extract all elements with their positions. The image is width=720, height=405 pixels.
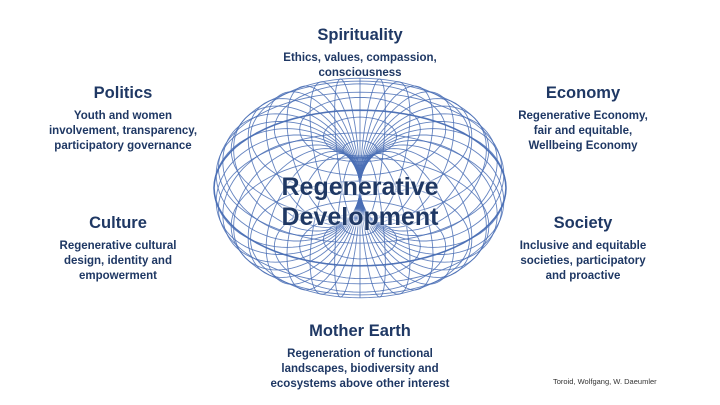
torus-parallel-line [355, 205, 365, 212]
society-title: Society [553, 214, 613, 232]
spirituality-desc: Ethics, values, compassion, consciousnes… [283, 52, 437, 79]
torus-parallel-line [230, 80, 490, 219]
torus-parallel-line [342, 216, 378, 236]
economy-desc: Regenerative Economy, fair and equitable… [518, 110, 648, 152]
society-desc: Inclusive and equitable societies, parti… [519, 240, 647, 282]
torus-parallel-line [299, 213, 421, 280]
torus-parallel-line [323, 219, 397, 260]
mother-earth-block: Mother Earth Regeneration of functional … [240, 321, 480, 392]
torus-parallel-line [299, 96, 421, 163]
politics-title: Politics [93, 84, 153, 102]
economy-block: Economy Regenerative Economy, fair and e… [498, 83, 668, 154]
torus-parallel-line [273, 83, 447, 176]
torus-parallel-line [273, 200, 447, 293]
culture-desc: Regenerative cultural design, identity a… [59, 240, 177, 282]
mother-earth-title: Mother Earth [309, 322, 411, 340]
economy-title: Economy [545, 84, 621, 102]
mother-earth-desc: Regeneration of functional landscapes, b… [270, 348, 450, 390]
center-title: Regenerative Development [281, 173, 439, 231]
culture-block: Culture Regenerative cultural design, id… [38, 213, 198, 284]
torus-parallel-line [230, 157, 490, 296]
torus-outline [213, 109, 507, 267]
spirituality-title: Spirituality [317, 26, 403, 44]
politics-desc: Youth and women involvement, transparenc… [48, 110, 198, 152]
politics-block: Politics Youth and women involvement, tr… [28, 83, 218, 154]
spirituality-block: Spirituality Ethics, values, compassion,… [250, 25, 470, 81]
credit-caption: Toroid, Wolfgang, W. Daeumler [553, 377, 657, 386]
society-block: Society Inclusive and equitable societie… [498, 213, 668, 284]
torus-parallel-line [323, 116, 397, 157]
culture-title: Culture [89, 214, 147, 232]
torus-parallel-line [355, 164, 365, 171]
